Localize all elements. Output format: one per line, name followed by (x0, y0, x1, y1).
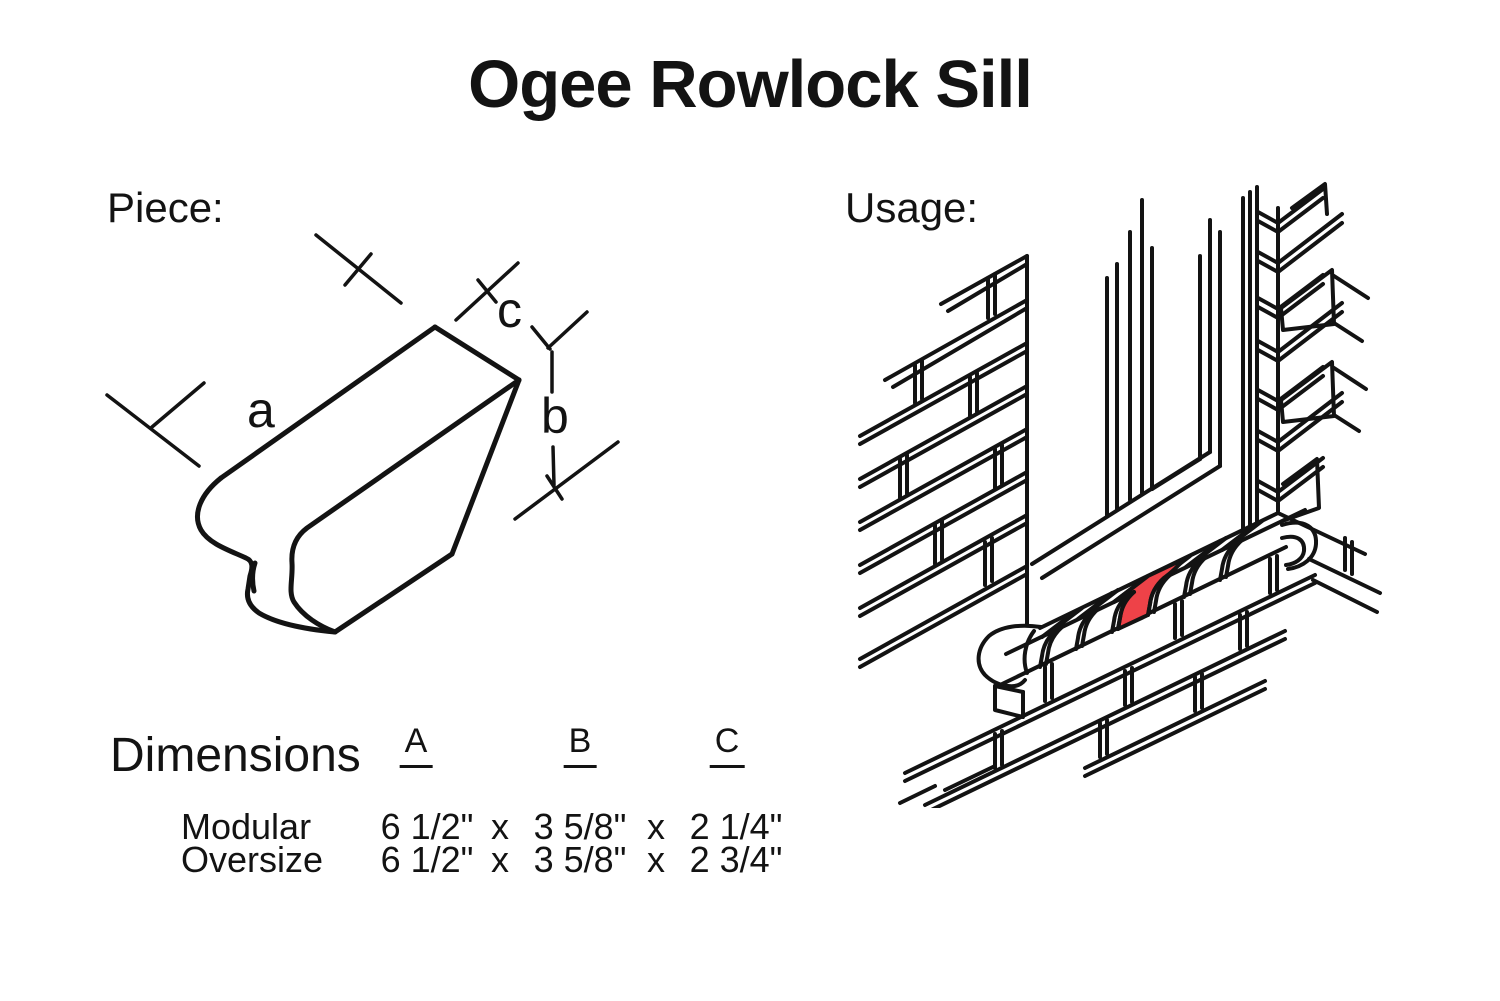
ogee-brick-outline (195, 324, 522, 635)
value-b: 3 5/8" (533, 839, 627, 880)
value-a: 6 1/2" (380, 839, 474, 880)
value-c: 2 3/4" (689, 839, 783, 880)
page-title: Ogee Rowlock Sill (468, 47, 1033, 122)
lower-brick-wall (898, 536, 1379, 808)
value-a: 6 1/2" (380, 806, 474, 847)
usage-section-label: Usage: (845, 184, 979, 231)
piece-diagram: a c b (105, 233, 620, 635)
separator-x: x (647, 839, 665, 880)
separator-x: x (647, 806, 665, 847)
value-b: 3 5/8" (533, 806, 627, 847)
dim-label-b: b (541, 388, 569, 444)
dim-label-c: c (497, 282, 522, 338)
row-name: Modular (181, 806, 312, 847)
dim-label-a: a (247, 382, 275, 438)
column-header-a: A (399, 722, 433, 768)
dimensions-table-title: Dimensions (110, 729, 361, 782)
usage-diagram (858, 182, 1382, 808)
separator-x: x (491, 806, 509, 847)
piece-section-label: Piece: (107, 184, 224, 231)
corner-chevron-bricks (1256, 182, 1370, 522)
column-header-b: B (563, 722, 597, 768)
ogee-sill-row (976, 508, 1382, 719)
separator-x: x (491, 839, 509, 880)
dimension-marks (105, 233, 620, 521)
row-name: Oversize (181, 839, 324, 880)
value-c: 2 1/4" (689, 806, 783, 847)
left-brick-wall (858, 254, 1029, 669)
column-header-c: C (709, 722, 745, 768)
window-frame (1030, 185, 1259, 580)
